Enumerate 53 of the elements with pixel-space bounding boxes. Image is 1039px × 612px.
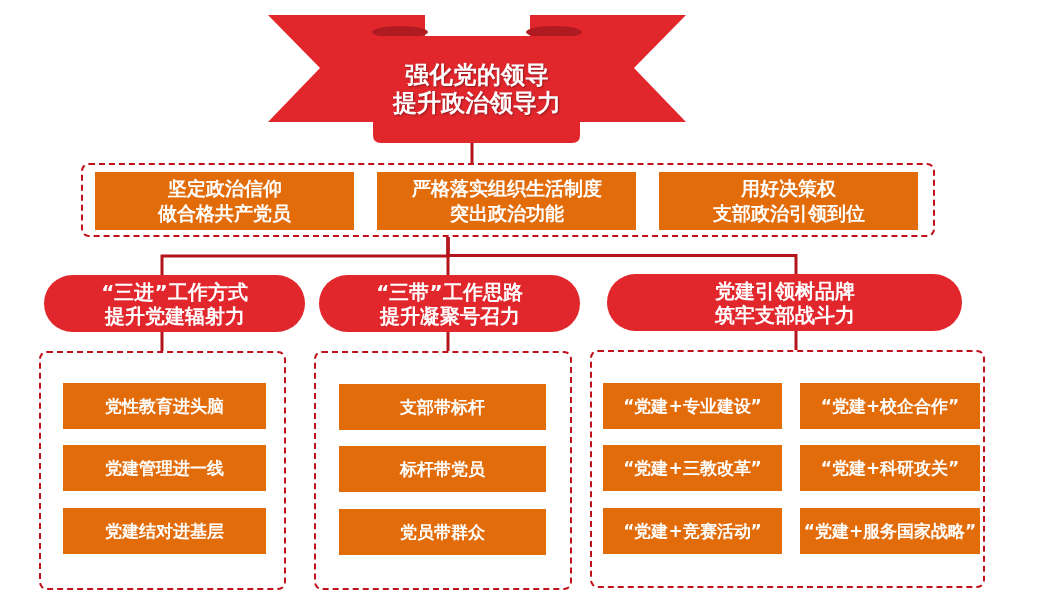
section-header	[44, 275, 305, 332]
dashed-group-frame	[81, 163, 935, 237]
goal-text: 坚定政治信仰	[167, 176, 282, 201]
connector-line	[446, 237, 798, 274]
item-text: “党建+三教改革”	[623, 457, 762, 479]
item-text: “党建+科研攻关”	[820, 457, 960, 479]
section-heading: “三进”工作方式	[101, 279, 248, 304]
section-heading: “三带”工作思路	[376, 279, 523, 304]
goal-text: 用好决策权	[741, 176, 836, 201]
goal-block	[377, 172, 636, 230]
item-text: “党建+服务国家战略”	[803, 520, 977, 542]
section-heading: 提升凝聚号召力	[379, 303, 520, 328]
item-text: 标杆带党员	[400, 458, 485, 480]
item-block	[603, 508, 782, 554]
item-block	[63, 383, 266, 429]
goal-block	[95, 172, 354, 230]
item-block	[339, 446, 546, 492]
section-heading: 党建引领树品牌	[714, 278, 855, 303]
item-block	[63, 445, 266, 491]
item-block	[339, 384, 546, 430]
item-text: 党建管理进一线	[105, 457, 224, 479]
item-block	[800, 383, 980, 429]
goal-text: 支部政治引领到位	[712, 201, 865, 226]
item-text: 党性教育进头脑	[105, 395, 224, 417]
goal-block	[659, 172, 918, 230]
dashed-group-frame	[314, 351, 572, 590]
connector-line	[470, 143, 474, 163]
item-text: “党建+竞赛活动”	[623, 520, 762, 542]
item-text: 党建结对进基层	[105, 520, 224, 542]
section-heading: 提升党建辐射力	[104, 303, 245, 328]
goal-text: 严格落实组织生活制度	[411, 176, 602, 201]
item-text: 党员带群众	[400, 521, 485, 543]
section-header	[607, 274, 962, 331]
item-block	[603, 445, 782, 491]
item-text: “党建+专业建设”	[623, 395, 762, 417]
connector-line	[794, 331, 798, 350]
banner-title: 提升政治领导力	[392, 89, 561, 118]
dashed-group-frame	[39, 351, 286, 590]
section-header	[319, 275, 580, 332]
item-text: “党建+校企合作”	[820, 395, 960, 417]
item-text: 支部带标杆	[400, 396, 485, 418]
connector-line	[160, 332, 164, 351]
item-block	[800, 445, 980, 491]
dashed-group-frame	[590, 350, 985, 588]
item-block	[800, 508, 980, 554]
item-block	[63, 508, 266, 554]
goal-text: 做合格共产党员	[158, 201, 291, 226]
connector-line	[446, 332, 450, 351]
goal-text: 突出政治功能	[449, 201, 564, 226]
banner-title: 强化党的领导	[404, 61, 549, 90]
item-block	[603, 383, 782, 429]
section-heading: 筑牢支部战斗力	[714, 302, 855, 327]
item-block	[339, 509, 546, 555]
